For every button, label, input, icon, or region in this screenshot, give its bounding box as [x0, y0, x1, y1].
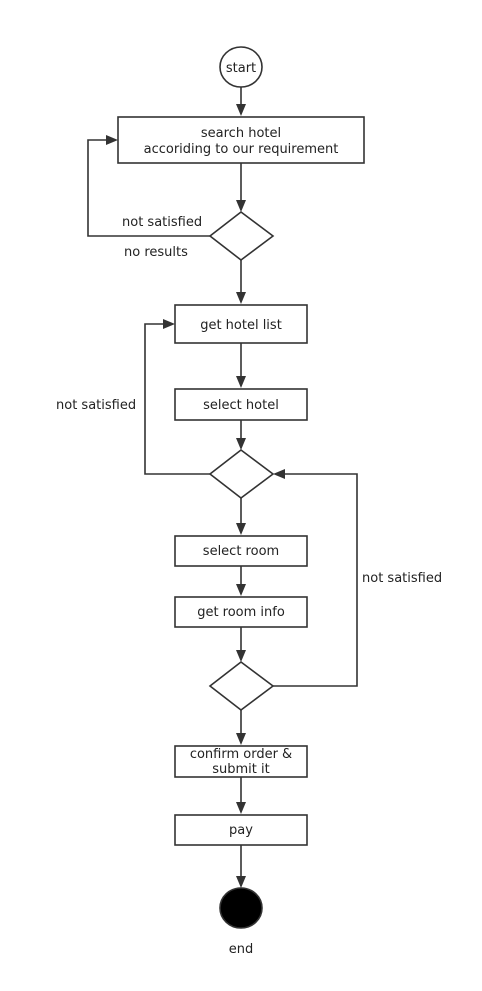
get-room-info-node — [174, 596, 308, 628]
select-hotel-node-label: select hotel — [203, 398, 279, 413]
edge-decision2-loop-to-hotel-list — [144, 323, 210, 475]
confirm-order-node-label: submit it — [212, 762, 269, 777]
arrowhead — [273, 469, 285, 479]
select-room-node-label: select room — [203, 544, 279, 559]
arrowhead — [106, 135, 118, 145]
arrowhead — [236, 523, 246, 535]
pay-node — [174, 814, 308, 846]
search-hotel-node-label: search hotel — [201, 126, 281, 141]
select-room-node — [174, 535, 308, 567]
arrowhead — [236, 376, 246, 388]
decision-hotel-satisfied — [208, 448, 275, 500]
edge-decision1-loop-to-search — [87, 139, 210, 237]
get-room-info-node-label: get room info — [197, 605, 285, 620]
start-node-label: start — [226, 61, 256, 76]
start-node — [219, 46, 263, 88]
nodes: start search hotel accoriding to our req… — [117, 46, 365, 957]
end-node-label: end — [229, 942, 254, 957]
arrowhead — [236, 650, 246, 662]
pay-node-label: pay — [229, 823, 253, 838]
select-hotel-node — [174, 388, 308, 421]
arrowhead — [236, 438, 246, 450]
arrowhead — [163, 319, 175, 329]
edge-label-decision3-not-satisfied: not satisfied — [362, 571, 442, 586]
arrowhead — [236, 200, 246, 212]
decision-search-results — [208, 210, 275, 262]
edge-label-decision1-not-satisfied: not satisfied — [122, 215, 202, 230]
arrowhead — [236, 584, 246, 596]
arrowhead — [236, 802, 246, 814]
decision-room-satisfied — [208, 660, 275, 712]
get-hotel-list-node — [174, 304, 308, 344]
edge-label-decision1-no-results: no results — [124, 245, 188, 260]
edge-labels: not satisfied no results not satisfied n… — [56, 215, 442, 586]
edge-label-decision2-not-satisfied: not satisfied — [56, 398, 136, 413]
confirm-order-node — [174, 745, 308, 778]
end-node — [219, 887, 263, 929]
arrowhead — [236, 292, 246, 304]
arrowhead — [236, 104, 246, 116]
arrowhead — [236, 876, 246, 888]
search-hotel-node — [117, 116, 365, 164]
search-hotel-node-label: accoriding to our requirement — [144, 142, 339, 157]
confirm-order-node-label: confirm order & — [190, 747, 292, 762]
get-hotel-list-node-label: get hotel list — [200, 318, 282, 333]
arrowhead — [236, 733, 246, 745]
edges — [87, 87, 358, 888]
edge-decision3-loop-to-decision2 — [273, 473, 358, 687]
